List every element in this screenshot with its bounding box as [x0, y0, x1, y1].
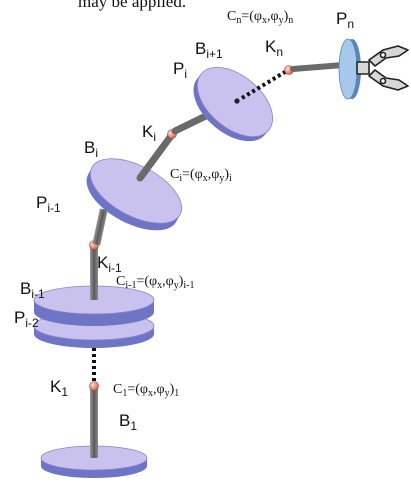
label-ki1: Ki-1 — [97, 253, 122, 275]
label-pi2: Pi-2 — [14, 308, 39, 330]
body-bi-disk — [86, 158, 183, 231]
dotted-link-upper — [240, 70, 287, 100]
constraint-cn: Cn=(φx,φy)n — [227, 9, 293, 26]
label-b1: B1 — [119, 411, 137, 433]
constraint-ci: Ci=(φx,φy)i — [170, 167, 232, 184]
label-kn: Kn — [265, 37, 283, 59]
label-pi1: Pi-1 — [36, 193, 61, 215]
label-bi: Bi — [84, 138, 98, 160]
label-bip1: Bi+1 — [195, 39, 223, 61]
gripper-claw-icon — [356, 45, 409, 91]
rod-b1 — [90, 386, 98, 458]
label-pi: Pi — [173, 59, 187, 81]
rod-bi1 — [90, 246, 98, 300]
joint-k1 — [89, 381, 99, 391]
header-fragment-text: may be applied. — [78, 0, 187, 11]
bip1-center-mark — [234, 98, 240, 104]
constraint-ci1: Ci-1=(φx,φy)i-1 — [116, 274, 194, 291]
rod-kn — [290, 62, 346, 72]
body-bip1-disk — [193, 67, 274, 142]
rod-bi — [136, 132, 175, 182]
constraint-c1: C1=(φx,φy)1 — [113, 382, 179, 399]
label-bi1: Bi-1 — [20, 279, 45, 301]
label-ki: Ki — [142, 122, 156, 144]
label-pn: Pn — [336, 9, 354, 31]
rod-ki1 — [92, 208, 108, 246]
end-effector-disk — [338, 38, 361, 100]
label-k1: K1 — [50, 377, 68, 399]
